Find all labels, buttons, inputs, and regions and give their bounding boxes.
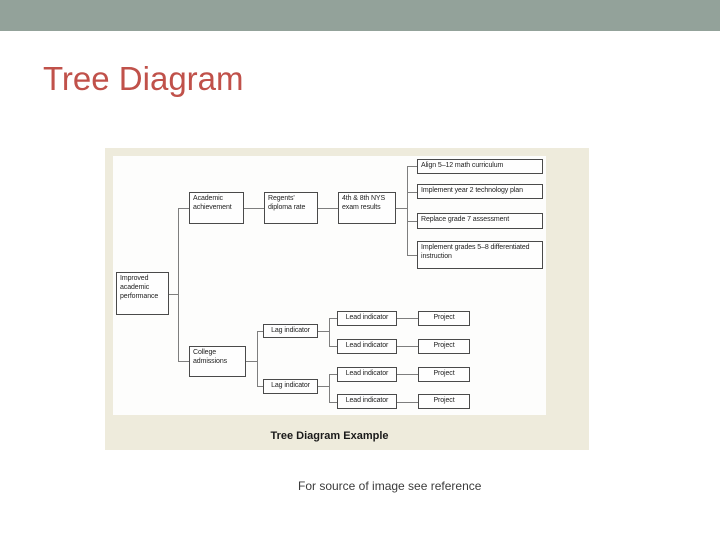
connector-line bbox=[169, 294, 178, 295]
node-lead-indicator-1: Lead indicator bbox=[337, 311, 397, 326]
connector-line bbox=[318, 386, 329, 387]
connector-line bbox=[178, 208, 179, 362]
connector-line bbox=[407, 221, 417, 222]
node-project-2: Project bbox=[418, 339, 470, 354]
connector-line bbox=[178, 208, 189, 209]
node-lead-indicator-4: Lead indicator bbox=[337, 394, 397, 409]
tree-diagram-figure: Improved academic performance Academic a… bbox=[105, 148, 589, 450]
connector-line bbox=[246, 361, 257, 362]
node-regents-diploma-rate: Regents' diploma rate bbox=[264, 192, 318, 224]
connector-line bbox=[329, 346, 337, 347]
connector-line bbox=[329, 374, 337, 375]
connector-line bbox=[329, 374, 330, 403]
slide-title: Tree Diagram bbox=[43, 60, 244, 97]
node-replace-grade7-assessment: Replace grade 7 assessment bbox=[417, 213, 543, 229]
connector-line bbox=[396, 208, 407, 209]
connector-line bbox=[318, 331, 329, 332]
node-project-3: Project bbox=[418, 367, 470, 382]
node-project-1: Project bbox=[418, 311, 470, 326]
connector-line bbox=[257, 386, 263, 387]
connector-line bbox=[178, 361, 189, 362]
tree-diagram-canvas: Improved academic performance Academic a… bbox=[113, 156, 546, 415]
connector-line bbox=[397, 374, 418, 375]
node-academic-achievement: Academic achievement bbox=[189, 192, 244, 224]
connector-line bbox=[407, 255, 417, 256]
connector-line bbox=[329, 402, 337, 403]
connector-line bbox=[397, 346, 418, 347]
node-technology-plan: Implement year 2 technology plan bbox=[417, 184, 543, 199]
node-lead-indicator-2: Lead indicator bbox=[337, 339, 397, 354]
connector-line bbox=[257, 331, 263, 332]
node-align-math-curriculum: Align 5–12 math curriculum bbox=[417, 159, 543, 174]
connector-line bbox=[397, 318, 418, 319]
connector-line bbox=[329, 318, 330, 347]
node-differentiated-instruction: Implement grades 5–8 differentiated inst… bbox=[417, 241, 543, 269]
connector-line bbox=[329, 318, 337, 319]
node-lead-indicator-3: Lead indicator bbox=[337, 367, 397, 382]
node-lag-indicator-1: Lag indicator bbox=[263, 324, 318, 338]
node-nys-exam-results: 4th & 8th NYS exam results bbox=[338, 192, 396, 224]
figure-caption: Tree Diagram Example bbox=[270, 430, 389, 442]
slide-top-bar bbox=[0, 0, 720, 31]
connector-line bbox=[407, 166, 408, 256]
node-college-admissions: College admissions bbox=[189, 346, 246, 377]
connector-line bbox=[244, 208, 264, 209]
node-improved-academic-performance: Improved academic performance bbox=[116, 272, 169, 315]
connector-line bbox=[397, 402, 418, 403]
connector-line bbox=[407, 166, 417, 167]
source-reference-note: For source of image see reference bbox=[298, 479, 482, 493]
connector-line bbox=[257, 331, 258, 387]
connector-line bbox=[318, 208, 338, 209]
node-project-4: Project bbox=[418, 394, 470, 409]
node-lag-indicator-2: Lag indicator bbox=[263, 379, 318, 394]
connector-line bbox=[407, 192, 417, 193]
